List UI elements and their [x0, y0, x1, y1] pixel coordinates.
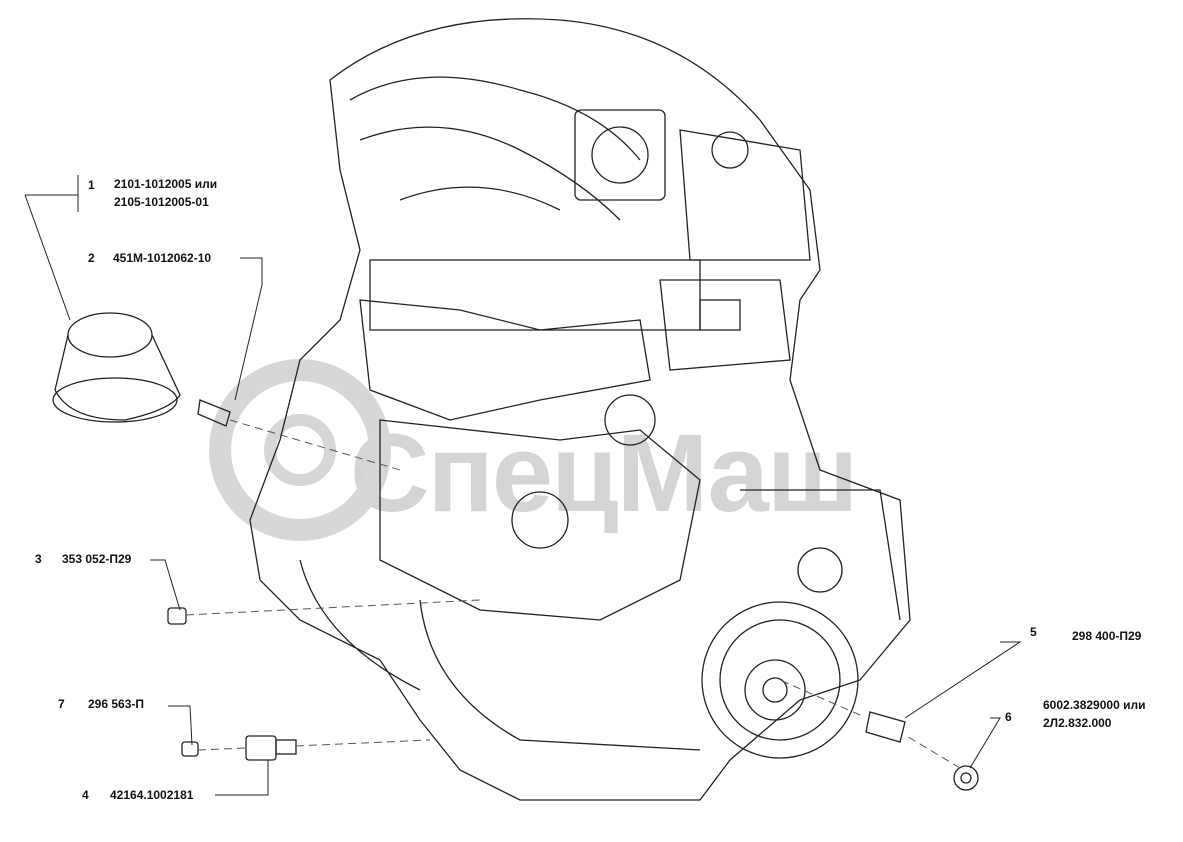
plug-298400	[865, 711, 906, 743]
callout-3-label: 353 052-П29	[62, 552, 132, 566]
plug-296563	[181, 741, 199, 757]
callout-5-label: 298 400-П29	[1072, 629, 1142, 643]
watermark-logo: СпецМаш	[350, 412, 859, 535]
leader-lines	[24, 175, 1022, 796]
callout-1-line-1: 2101-1012005 или	[114, 177, 218, 191]
dashed-axes	[185, 419, 961, 769]
callout-7-label: 296 563-П	[88, 697, 144, 711]
callout-4-label: 42164.1002181	[110, 788, 194, 802]
callout-7-number: 7	[58, 697, 65, 711]
callout-6-label: 6002.3829000 или 2Л2.832.000	[1043, 696, 1145, 732]
callout-5-number: 5	[1030, 625, 1037, 639]
adapter-42164	[245, 735, 297, 761]
callout-4-number: 4	[82, 788, 89, 802]
callout-6-number: 6	[1005, 710, 1012, 724]
callout-1-label: 2101-1012005 или 2105-1012005-01	[114, 175, 217, 211]
callout-6-line-1: 6002.3829000 или	[1043, 698, 1146, 712]
callout-2-label: 451M-1012062-10	[113, 251, 212, 265]
sensor-6002	[953, 765, 979, 791]
engine-block	[249, 18, 911, 801]
watermark-gear-icon	[209, 359, 391, 541]
callout-2-number: 2	[88, 251, 95, 265]
callout-1-number: 1	[88, 178, 95, 192]
callout-6-line-2: 2Л2.832.000	[1043, 716, 1112, 730]
oil-filter	[52, 312, 181, 423]
callout-1-line-2: 2105-1012005-01	[114, 195, 209, 209]
callout-3-number: 3	[35, 552, 42, 566]
plug-353052	[167, 607, 187, 625]
fitting-451M	[197, 399, 231, 427]
